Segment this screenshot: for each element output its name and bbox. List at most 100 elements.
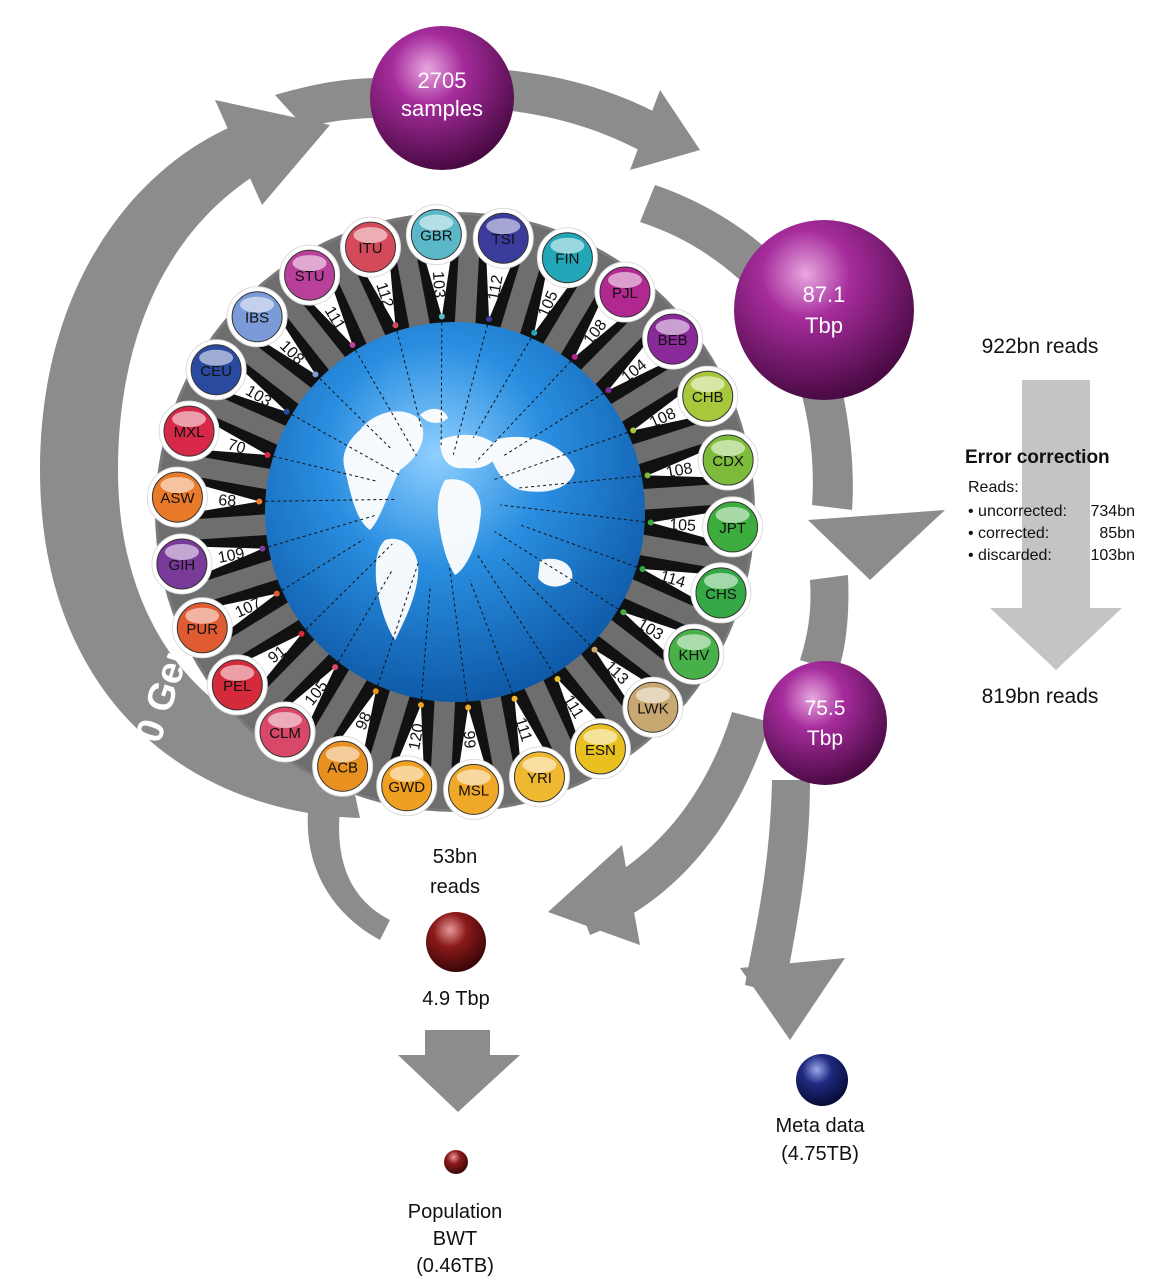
population-code: MSL xyxy=(458,782,489,799)
population-code: CEU xyxy=(200,363,232,380)
population-dot xyxy=(259,545,266,552)
population-badge-shine xyxy=(550,237,585,254)
population-dot xyxy=(372,688,379,695)
bwt-label-1: Population xyxy=(408,1201,503,1223)
node-raw-value: 87.1 xyxy=(803,282,846,307)
population-badge-shine xyxy=(353,227,388,244)
error-correction-reads-label: Reads: xyxy=(968,479,1019,496)
population-dot xyxy=(571,353,578,360)
ec-row-value: 103bn xyxy=(1091,547,1136,564)
population-badge-shine xyxy=(240,296,275,313)
population-dot xyxy=(647,519,654,526)
population-line xyxy=(501,557,595,651)
population-code: YRI xyxy=(527,770,552,787)
population-badge-shine xyxy=(456,769,491,786)
population-code: PEL xyxy=(223,678,251,695)
population-code: ITU xyxy=(358,240,382,257)
population-badge-shine xyxy=(164,543,199,560)
population-badge-shine xyxy=(185,607,220,624)
population-count: 108 xyxy=(665,460,695,482)
population-badge-shine xyxy=(607,272,642,289)
meta-node xyxy=(796,1054,848,1106)
population-badge-shine xyxy=(172,411,207,428)
population-line xyxy=(492,429,634,481)
ec-row-label: • corrected: xyxy=(968,525,1049,542)
population-dot xyxy=(465,704,472,711)
population-dot xyxy=(591,646,598,653)
population-count: 99 xyxy=(460,730,478,749)
population-badge-shine xyxy=(419,214,454,231)
population-dot xyxy=(264,451,271,458)
population-code: CLM xyxy=(269,725,301,742)
population-dot xyxy=(486,315,493,322)
population-dot xyxy=(332,664,339,671)
population-badge-shine xyxy=(160,477,195,494)
node-samples-value: 2705 xyxy=(418,68,467,93)
population-badge-shine xyxy=(268,711,303,728)
error-correction-title: Error correction xyxy=(965,447,1110,468)
population-dot xyxy=(273,590,280,597)
error-correction-arrow xyxy=(990,380,1122,670)
population-count: 112 xyxy=(372,281,396,311)
population-badge-shine xyxy=(292,255,327,272)
reads-after: 819bn reads xyxy=(982,685,1099,708)
node-corrected-value: 75.5 xyxy=(805,697,846,720)
population-code: PJL xyxy=(612,285,638,302)
population-code: GIH xyxy=(169,557,196,574)
population-code: IBS xyxy=(245,310,269,327)
population-line xyxy=(475,552,558,680)
ec-row-value: 734bn xyxy=(1091,503,1136,520)
population-badge-shine xyxy=(690,376,725,393)
population-count: 112 xyxy=(485,274,506,302)
population-count: 68 xyxy=(218,492,237,510)
population-code: MXL xyxy=(174,424,205,441)
population-badge-shine xyxy=(703,572,738,589)
population-code: CHB xyxy=(692,389,724,406)
population-dot xyxy=(531,329,538,336)
population-code: LWK xyxy=(637,700,668,717)
population-dot xyxy=(639,566,646,573)
population-line xyxy=(420,585,431,706)
population-count: 103 xyxy=(429,271,448,299)
node-raw: 87.1 Tbp xyxy=(734,220,914,400)
population-line xyxy=(475,356,576,463)
reads-before: 922bn reads xyxy=(982,335,1099,358)
population-dot xyxy=(644,472,651,479)
population-line xyxy=(334,570,393,668)
population-line xyxy=(276,538,364,595)
population-code: ACB xyxy=(327,759,358,776)
population-code: TSI xyxy=(492,231,515,248)
population-line xyxy=(501,389,609,458)
population-code: GWD xyxy=(388,779,425,796)
population-code: CHS xyxy=(705,586,737,603)
population-code: BEB xyxy=(658,332,688,349)
subset-size: 4.9 Tbp xyxy=(422,988,489,1010)
population-dot xyxy=(554,676,561,683)
cycle-arrows xyxy=(40,68,945,1112)
population-dot xyxy=(312,371,319,378)
population-code: KHV xyxy=(678,647,709,664)
node-corrected-unit: Tbp xyxy=(807,727,843,750)
population-dot xyxy=(417,702,424,709)
population-line xyxy=(259,498,396,502)
population-count: 111 xyxy=(511,716,535,744)
population-line xyxy=(375,561,420,692)
subset-reads-count: 53bn xyxy=(433,846,478,868)
population-badge-shine xyxy=(711,440,746,457)
population-badge-shine xyxy=(389,765,424,782)
population-badge-shine xyxy=(325,746,360,763)
subset-reads-unit: reads xyxy=(430,876,480,898)
node-corrected: 75.5 Tbp xyxy=(763,661,887,785)
population-count: 105 xyxy=(669,517,697,535)
population-badge-shine xyxy=(635,687,670,704)
population-count: 114 xyxy=(658,568,687,592)
population-line xyxy=(518,524,643,570)
population-count: 70 xyxy=(225,436,247,457)
population-dot xyxy=(438,313,445,320)
population-badge-shine xyxy=(486,218,521,235)
population-lines xyxy=(259,316,651,708)
population-badge-shine xyxy=(220,664,255,681)
